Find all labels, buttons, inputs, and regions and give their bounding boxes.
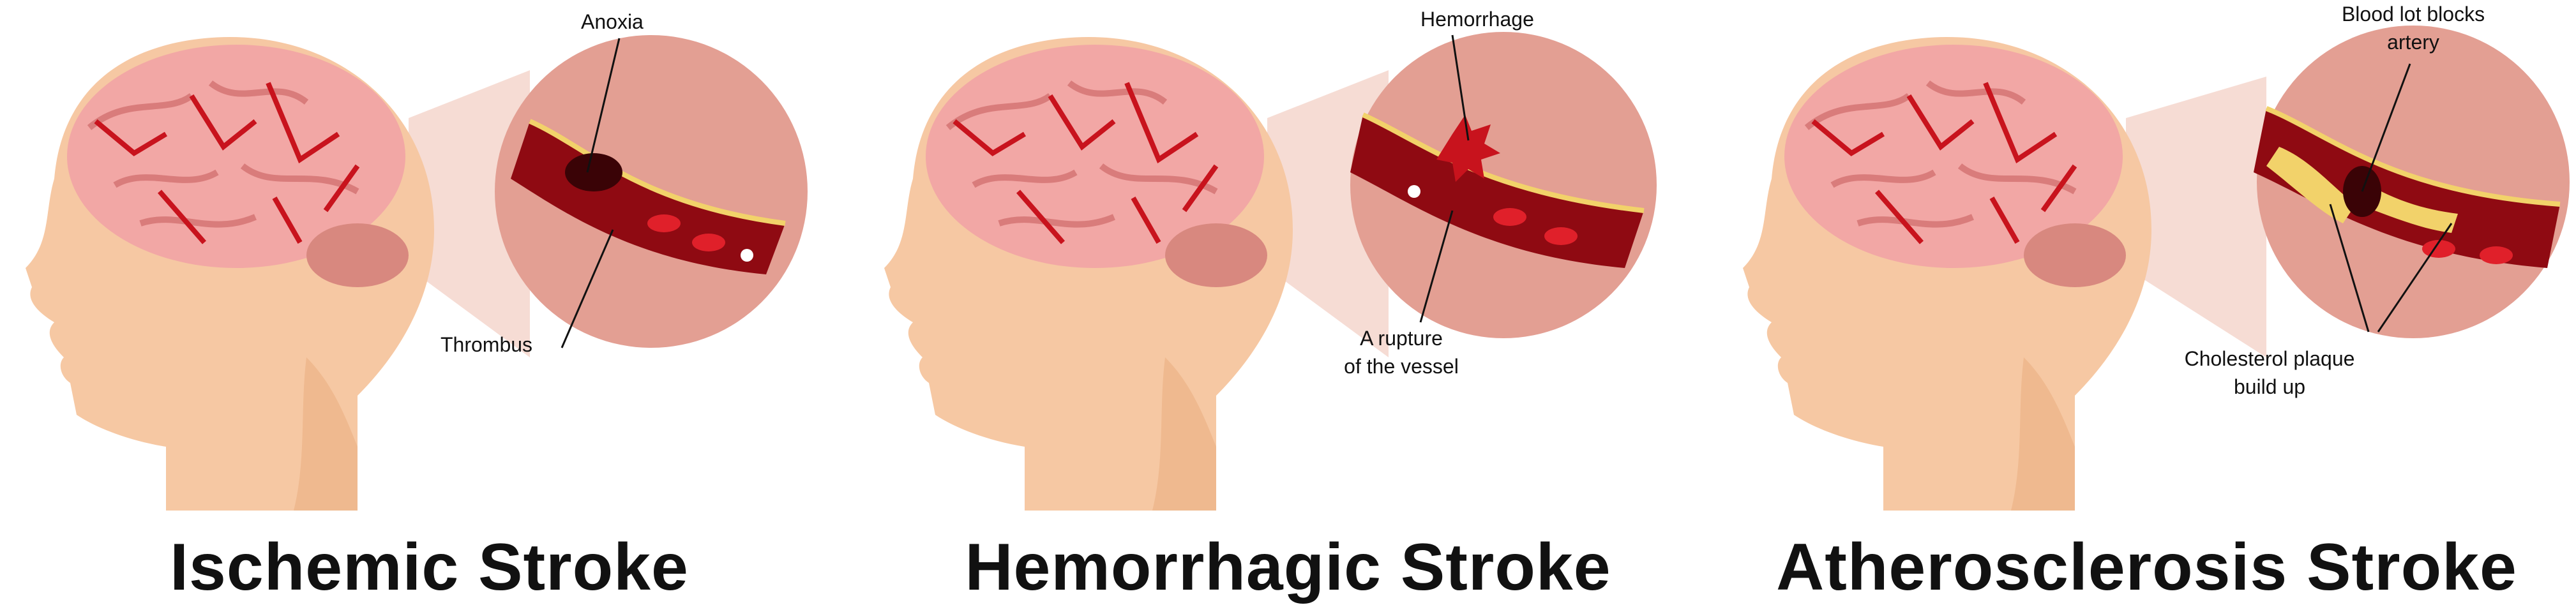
callout-beam — [409, 70, 530, 357]
label-thrombus: Thrombus — [441, 333, 533, 356]
hemorrhage-burst — [1436, 115, 1500, 182]
atherosclerosis-illustration — [1743, 26, 2570, 511]
panel-title: Atherosclerosis Stroke — [1776, 530, 2517, 604]
label-blood-clot: Blood lot blocks artery — [2324, 0, 2503, 56]
panel-hemorrhagic: Hemorrhage A rupture of the vessel Hemor… — [859, 0, 1717, 612]
cerebellum — [1165, 223, 1267, 287]
panel-atherosclerosis: Blood lot blocks artery Cholesterol plaq… — [1717, 0, 2576, 612]
plaque-buildup — [2266, 147, 2356, 223]
white-blood-cell — [1408, 185, 1420, 198]
label-rupture: A rupture of the vessel — [1318, 324, 1484, 380]
panel-ischemic: Anoxia Thrombus Ischemic Stroke — [0, 0, 859, 612]
leader-line-plaque-2 — [2377, 223, 2453, 332]
leader-line-anoxia — [586, 38, 621, 173]
label-hemorrhage: Hemorrhage — [1420, 8, 1534, 31]
thrombus-clot — [565, 153, 622, 191]
brain-arteries — [953, 82, 1219, 244]
red-blood-cell — [647, 214, 681, 232]
red-blood-cell — [2480, 246, 2513, 264]
brain — [1784, 45, 2123, 268]
brain — [67, 45, 405, 268]
vessel-wall — [529, 119, 786, 226]
hemorrhagic-illustration — [884, 32, 1657, 511]
brain-arteries — [94, 82, 360, 244]
leader-line-hemorrhage — [1451, 34, 1470, 141]
leader-line-plaque-1 — [2329, 204, 2370, 332]
brain-folds — [1804, 80, 2077, 228]
brain — [926, 45, 1264, 268]
brain-arteries — [1811, 82, 2077, 244]
red-blood-cell — [692, 234, 725, 251]
leader-line-clot — [2361, 63, 2411, 192]
cerebellum — [306, 223, 409, 287]
panel-title: Hemorrhagic Stroke — [965, 530, 1611, 604]
label-cholesterol-line1: Cholesterol plaque — [2184, 347, 2355, 370]
red-blood-cell — [1493, 208, 1526, 226]
panel-title: Ischemic Stroke — [170, 530, 689, 604]
leader-line-rupture — [1419, 210, 1454, 323]
brain-folds — [87, 80, 359, 228]
label-cholesterol: Cholesterol plaque build up — [2164, 345, 2375, 401]
label-rupture-line2: of the vessel — [1344, 355, 1459, 378]
brain-folds — [945, 80, 1218, 228]
label-rupture-line1: A rupture — [1360, 327, 1443, 350]
neck-shadow — [294, 357, 358, 511]
label-blood-clot-line1: Blood lot blocks — [2341, 3, 2485, 26]
leader-line-thrombus — [561, 229, 614, 348]
label-blood-clot-line2: artery — [2387, 31, 2439, 54]
neck-shadow — [2011, 357, 2075, 511]
plaque-buildup — [2375, 191, 2458, 233]
cerebellum — [2024, 223, 2126, 287]
vessel — [2254, 108, 2560, 268]
white-blood-cell — [741, 249, 753, 262]
label-cholesterol-line2: build up — [2233, 375, 2306, 398]
red-blood-cell — [1544, 227, 1578, 245]
label-anoxia: Anoxia — [581, 10, 644, 33]
callout-beam — [2126, 77, 2266, 357]
neck-shadow — [1152, 357, 1216, 511]
ischemic-illustration — [26, 35, 808, 511]
